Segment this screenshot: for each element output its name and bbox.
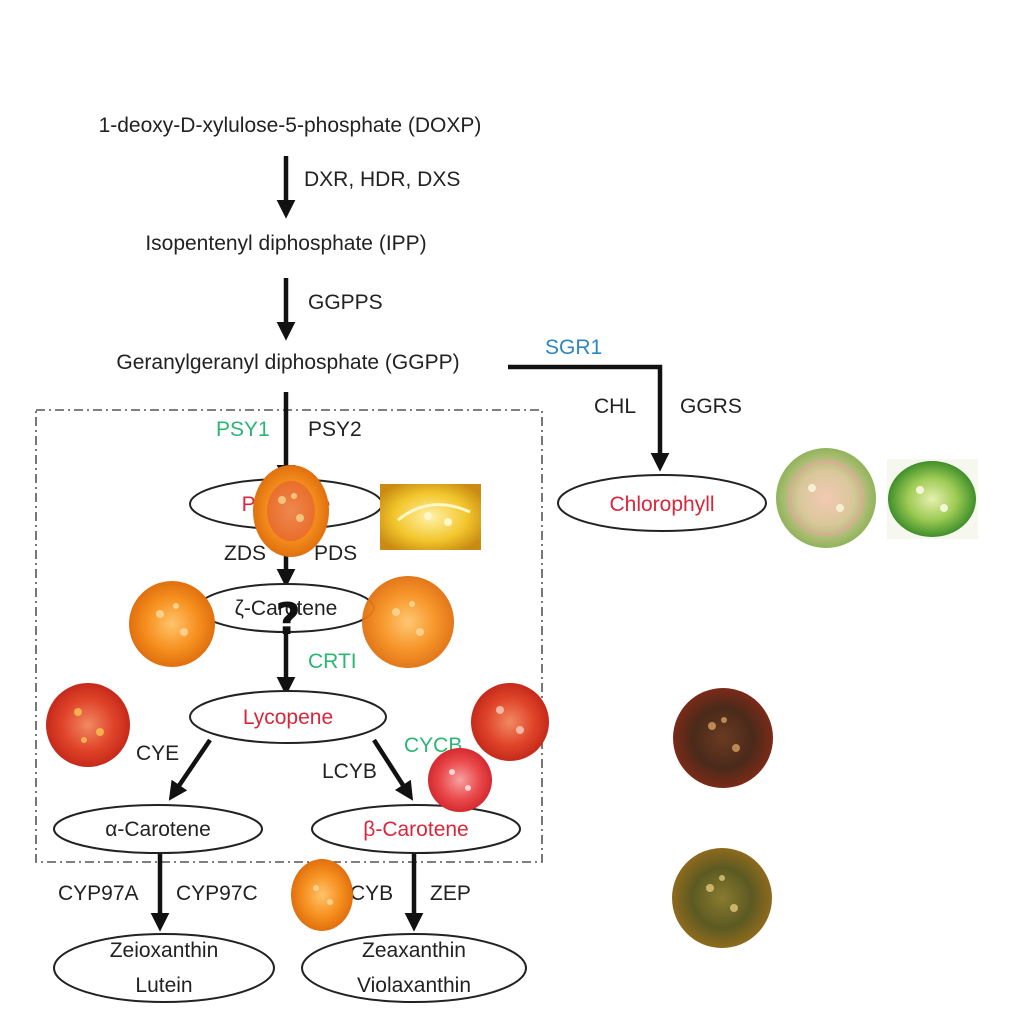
enzyme-dxr-hdr-dxs: DXR, HDR, DXS — [304, 168, 460, 191]
zeaxanthin-violaxanthin-node: Zeaxanthin Violaxanthin — [301, 933, 527, 1003]
arrow-ggpp-chlorophyll — [508, 364, 670, 472]
zeta-carotene-label: ζ-Carotene — [235, 597, 338, 620]
tomato-image-dark-red — [673, 688, 773, 788]
tomato-image-phytoene-yellow — [380, 484, 481, 550]
chlorophyll-node: Chlorophyll — [557, 474, 767, 532]
enzyme-zds: ZDS — [224, 542, 266, 565]
enzyme-zep: ZEP — [430, 882, 471, 905]
zeioxanthin-label: Zeioxanthin — [110, 939, 219, 962]
enzyme-sgr1: SGR1 — [545, 336, 602, 359]
tomato-image-zeta-left — [129, 581, 215, 667]
tomato-image-beta-small — [428, 748, 492, 812]
enzyme-cye: CYE — [136, 742, 179, 765]
alpha-carotene-node: α-Carotene — [53, 804, 263, 854]
beta-carotene-node: β-Carotene — [311, 804, 521, 854]
tomato-image-carotene-orange — [291, 859, 353, 931]
tomato-image-phytoene-orange — [253, 465, 329, 557]
enzyme-crti: CRTI — [308, 650, 357, 673]
enzyme-chl: CHL — [594, 395, 636, 418]
enzyme-psy1: PSY1 — [216, 418, 270, 441]
ggpp-label: Geranylgeranyl diphosphate (GGPP) — [116, 351, 459, 374]
zeioxanthin-lutein-node: Zeioxanthin Lutein — [53, 933, 275, 1003]
enzyme-lcyb: LCYB — [322, 760, 377, 783]
chlorophyll-label: Chlorophyll — [609, 493, 714, 516]
enzyme-psy2: PSY2 — [308, 418, 362, 441]
violaxanthin-label: Violaxanthin — [357, 974, 471, 997]
doxp-label: 1-deoxy-D-xylulose-5-phosphate (DOXP) — [99, 114, 482, 137]
tomato-image-zeta-right — [362, 576, 454, 668]
enzyme-cyb: CYB — [350, 882, 393, 905]
enzyme-cyp97c: CYP97C — [176, 882, 258, 905]
alpha-carotene-label: α-Carotene — [105, 818, 211, 841]
lutein-label: Lutein — [135, 974, 192, 997]
zeaxanthin-label: Zeaxanthin — [362, 939, 466, 962]
plastid-box — [35, 409, 543, 863]
enzyme-ggrs: GGRS — [680, 395, 742, 418]
enzyme-ggpps: GGPPS — [308, 291, 383, 314]
tomato-image-lycopene-left — [46, 683, 130, 767]
ipp-label: Isopentenyl diphosphate (IPP) — [145, 232, 426, 255]
enzyme-pds: PDS — [314, 542, 357, 565]
tomato-image-chlorophyll-mixed — [776, 448, 876, 548]
enzyme-cyp97a: CYP97A — [58, 882, 139, 905]
arrow-lycopene-alpha — [168, 738, 212, 801]
lycopene-node: Lycopene — [189, 690, 387, 744]
tomato-image-cycb-right — [471, 683, 549, 761]
lycopene-label: Lycopene — [243, 706, 333, 729]
tomato-image-chlorophyll-green — [887, 459, 978, 539]
question-mark: ? — [275, 594, 301, 645]
tomato-image-dark-olive — [672, 848, 772, 948]
beta-carotene-label: β-Carotene — [363, 818, 468, 841]
arrow-lycopene-beta — [372, 738, 414, 801]
